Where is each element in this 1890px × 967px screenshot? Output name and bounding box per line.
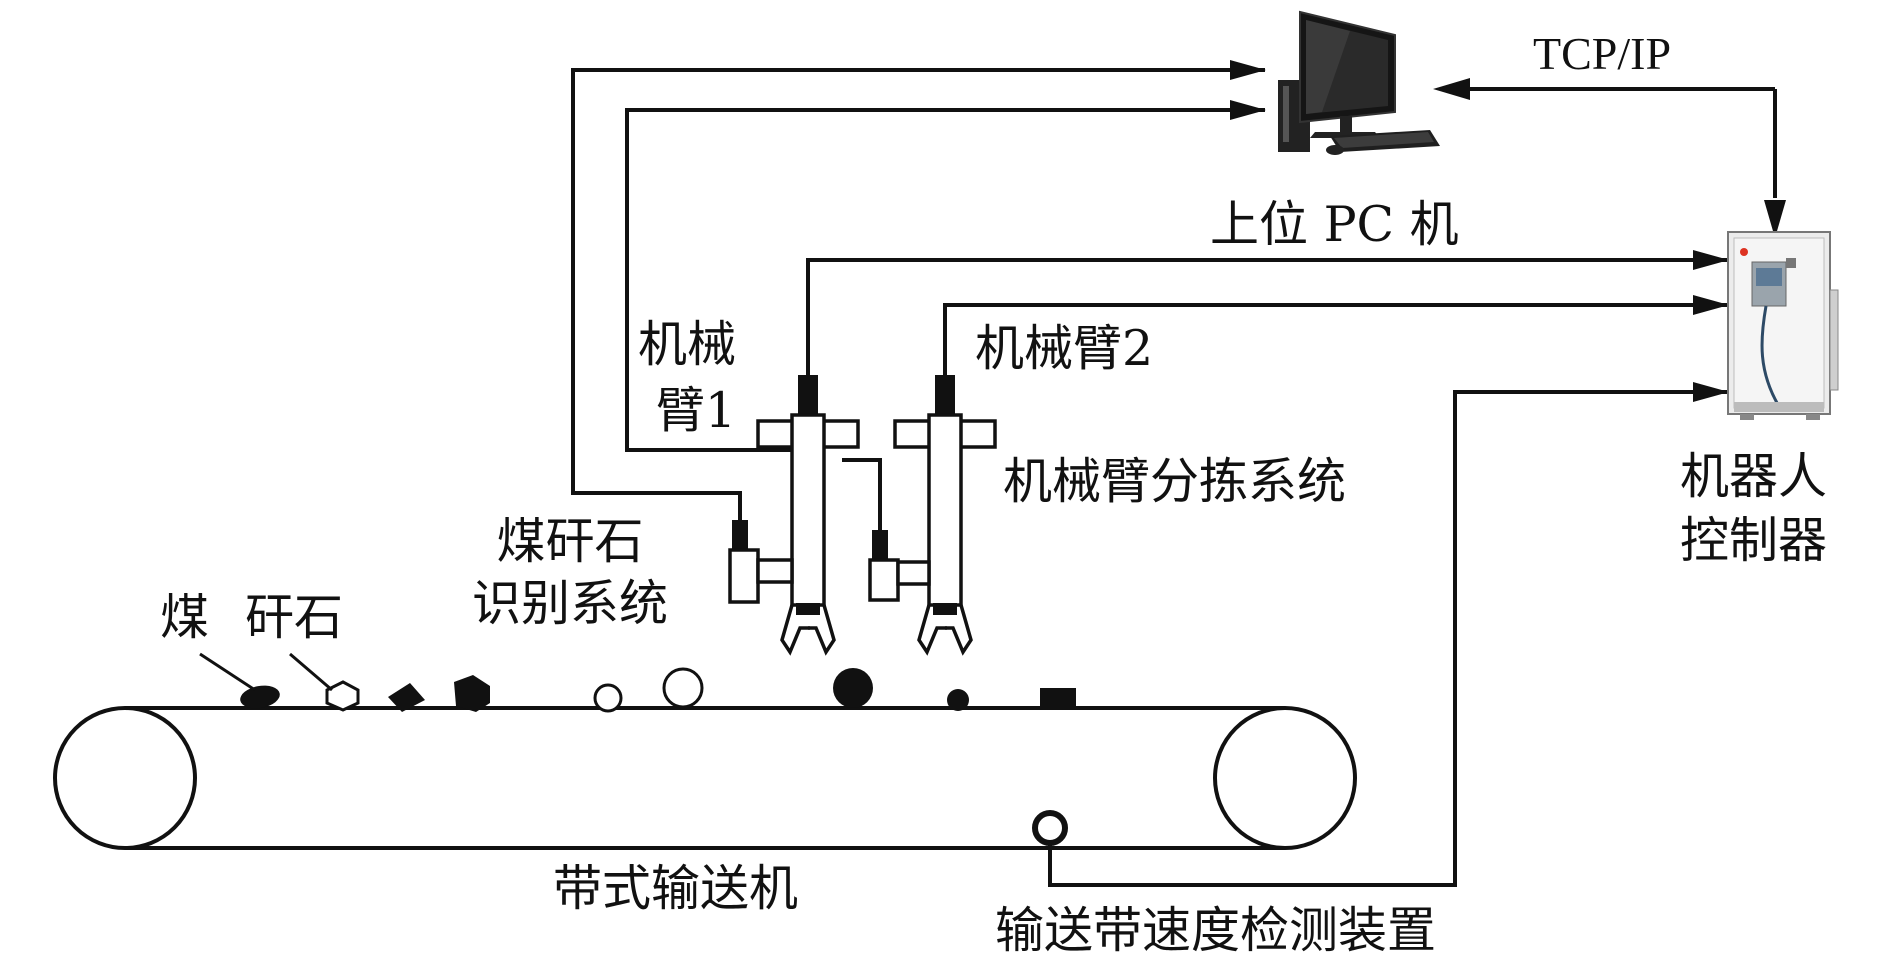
- robot-controller-label: 机器人 控制器: [1680, 448, 1828, 569]
- control-cabinet-icon: [1727, 231, 1839, 420]
- arm1-to-controller-line: [806, 250, 1729, 375]
- arm1-to-camera2-line: [842, 458, 882, 540]
- robot-arm-2: [893, 375, 997, 656]
- gangue-piece: [325, 680, 360, 712]
- belt-conveyor-label: 带式输送机: [553, 860, 799, 917]
- recognition-to-pc-line-2: [625, 100, 1266, 452]
- left-pulley: [53, 706, 197, 850]
- gangue-piece: [593, 683, 623, 713]
- belt-speed-detector-label: 输送带速度检测装置: [995, 902, 1437, 959]
- coal-piece: [240, 685, 280, 709]
- upper-pc-label: 上位 PC 机: [1210, 196, 1459, 253]
- tcpip-arrowhead-down: [1764, 200, 1786, 238]
- robot-arm-1: [756, 375, 860, 656]
- recognition-camera-2: [868, 530, 931, 602]
- belt-objects: [240, 667, 1076, 713]
- recognition-camera-1: [728, 520, 794, 604]
- gangue-piece: [662, 667, 704, 709]
- arm2-top-sensor: [935, 375, 955, 415]
- gangue-recognition-system-label: 煤矸石 识别系统: [472, 513, 669, 632]
- coal-piece: [947, 689, 969, 711]
- arm2-to-controller-line: [943, 295, 1729, 375]
- arm1-top-sensor: [798, 375, 818, 415]
- right-pulley: [1213, 706, 1357, 850]
- tcpip-arrowhead-left: [1433, 78, 1470, 100]
- coal-piece: [388, 683, 425, 712]
- coal-piece: [1040, 688, 1076, 710]
- coal-piece: [833, 668, 873, 708]
- belt-speed-detector: [1032, 810, 1068, 846]
- gangue-label: 矸石: [245, 589, 344, 646]
- arm2-label: 机械臂2: [975, 320, 1154, 377]
- arm-sorting-system-label: 机械臂分拣系统: [1003, 453, 1347, 510]
- gangue-leader-line: [289, 652, 333, 692]
- belt-conveyor: [53, 706, 1357, 850]
- recognition-to-pc-line-1: [571, 60, 1266, 520]
- coal-label: 煤: [160, 589, 210, 646]
- arm1-label: 机械 臂1: [638, 316, 737, 439]
- coal-leader-line: [199, 652, 256, 692]
- coal-piece: [454, 675, 490, 712]
- tcp-ip-label: TCP/IP: [1533, 28, 1672, 79]
- speed-detector-to-controller-line: [1048, 382, 1729, 887]
- desktop-computer-icon: [1278, 10, 1440, 155]
